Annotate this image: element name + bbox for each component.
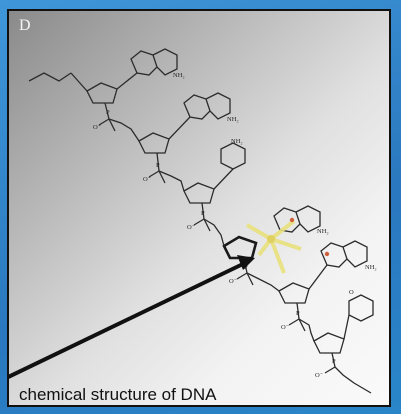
svg-text:NH₂: NH₂ [365,264,377,271]
svg-text:O: O [349,289,354,296]
figure-panel: D [7,9,391,407]
figure-caption: chemical structure of DNA [19,385,217,404]
svg-text:O⁻: O⁻ [281,324,290,331]
metal-coordination-highlight [245,217,330,274]
svg-text:O⁻: O⁻ [93,124,102,131]
svg-text:NH₂: NH₂ [231,138,243,145]
svg-text:NH₂: NH₂ [317,228,329,235]
svg-text:NH₂: NH₂ [173,72,185,79]
pointer-arrow [9,255,255,379]
atom-labels: NH₂ NH₂ NH₂ NH₂ NH₂ O O⁻ O⁻ O⁻ O⁻ O⁻ O⁻ … [93,72,377,379]
svg-text:O⁻: O⁻ [143,176,152,183]
svg-text:P: P [201,210,205,217]
dna-structure-diagram: NH₂ NH₂ NH₂ NH₂ NH₂ O O⁻ O⁻ O⁻ O⁻ O⁻ O⁻ … [9,48,377,394]
svg-text:O⁻: O⁻ [229,278,238,285]
svg-text:P: P [106,109,110,116]
dna-bases [116,48,374,340]
svg-text:P: P [244,264,248,271]
svg-text:NH₂: NH₂ [227,116,239,123]
svg-text:P: P [296,310,300,317]
svg-text:P: P [156,162,160,169]
svg-text:P: P [332,358,336,365]
dna-backbone [28,72,372,394]
svg-text:O⁻: O⁻ [187,224,196,231]
panel-label: D [19,17,31,34]
svg-text:O⁻: O⁻ [315,372,324,379]
